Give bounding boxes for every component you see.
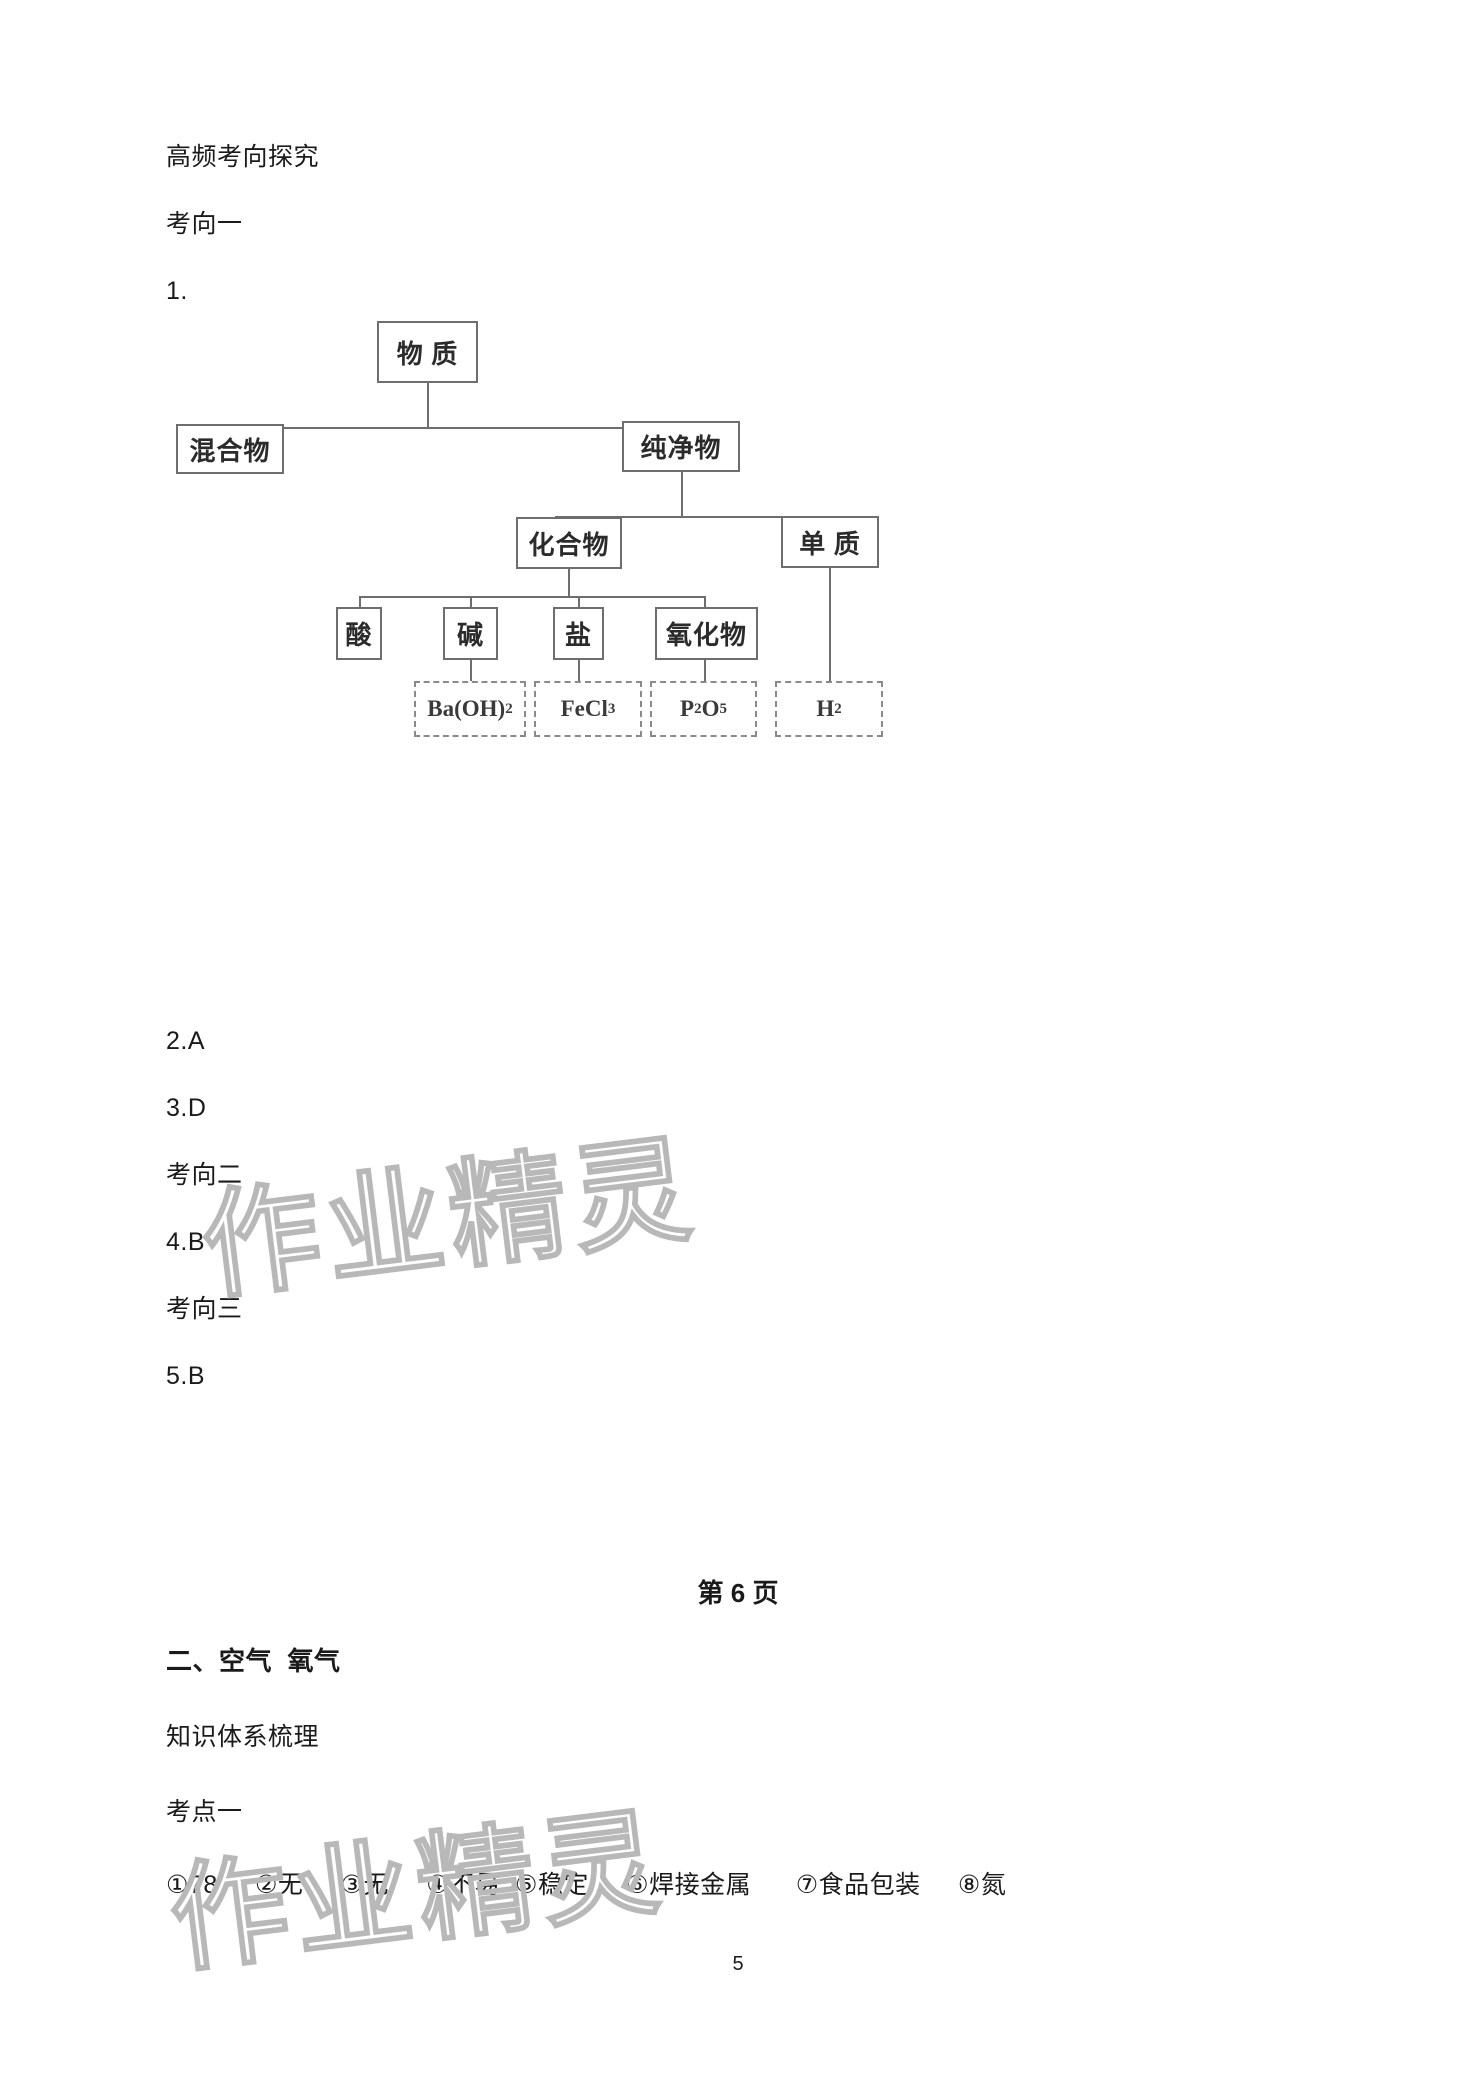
page-number: 5 bbox=[732, 1953, 744, 1975]
diagram-node-oxide: 氧化物 bbox=[655, 607, 758, 660]
example-salt-subscript: 3 bbox=[607, 700, 616, 717]
example-base-formula: Ba(OH) bbox=[427, 696, 506, 721]
example-oxide-sub1: 2 bbox=[694, 700, 702, 717]
connector-oxide-to-example bbox=[704, 660, 706, 682]
diagram-node-compound: 化合物 bbox=[516, 517, 622, 569]
connector-to-oxide bbox=[704, 596, 706, 608]
diagram-node-substance: 物 质 bbox=[377, 321, 478, 383]
connector-element-to-example bbox=[829, 568, 831, 682]
diagram-node-acid: 酸 bbox=[336, 607, 382, 660]
page-6-label: 第 6 页 bbox=[697, 1578, 779, 1608]
connector-pure-down bbox=[681, 472, 683, 517]
connector-compound-down bbox=[568, 569, 570, 597]
example-oxide-o: O bbox=[701, 696, 720, 721]
example-element-formula: H bbox=[816, 696, 835, 721]
example-oxide-p: P bbox=[680, 696, 695, 721]
diagram-example-base: Ba(OH)2 bbox=[414, 681, 526, 737]
diagram-node-element: 单 质 bbox=[781, 516, 879, 568]
connector-to-compound bbox=[555, 516, 557, 538]
diagram-node-salt: 盐 bbox=[553, 607, 604, 660]
diagram-node-base: 碱 bbox=[443, 607, 498, 660]
diagram-node-pure-substance: 纯净物 bbox=[622, 421, 740, 472]
answer-5: 5.B bbox=[166, 1362, 206, 1390]
section-two-answers-line: ①78 ②无 ③无 ④不易 ⑤稳定 ⑥焊接金属 ⑦食品包装 ⑧氮 bbox=[166, 1871, 1007, 1899]
connector-substance-down bbox=[427, 383, 429, 428]
example-salt-formula: FeCl bbox=[560, 696, 608, 721]
subheading-kaoxiang-one: 考向一 bbox=[166, 210, 243, 238]
connector-to-mixture bbox=[229, 427, 231, 449]
section-heading-high-frequency: 高频考向探究 bbox=[166, 143, 320, 171]
answer-2: 2.A bbox=[166, 1027, 206, 1055]
connector-level4-bus bbox=[359, 596, 704, 598]
example-element-subscript: 2 bbox=[834, 700, 842, 717]
connector-to-element bbox=[829, 516, 831, 538]
connector-to-pure-substance bbox=[681, 427, 683, 449]
connector-to-salt bbox=[578, 596, 580, 608]
answer-3: 3.D bbox=[166, 1094, 207, 1122]
connector-to-acid bbox=[359, 596, 361, 608]
watermark-top: 作业精灵 bbox=[194, 1118, 705, 1317]
section-two-subtitle: 知识体系梳理 bbox=[166, 1723, 320, 1751]
connector-to-base bbox=[470, 596, 472, 608]
answer-4: 4.B bbox=[166, 1228, 206, 1256]
section-two-title: 二、空气 氧气 bbox=[166, 1646, 341, 1676]
connector-salt-to-example bbox=[578, 660, 580, 682]
diagram-node-mixture: 混合物 bbox=[176, 424, 284, 474]
connector-base-to-example bbox=[470, 660, 472, 682]
section-two-point-heading: 考点一 bbox=[166, 1798, 243, 1826]
subheading-kaoxiang-two: 考向二 bbox=[166, 1161, 243, 1189]
example-oxide-sub2: 5 bbox=[719, 700, 727, 717]
connector-level2-bus bbox=[229, 427, 683, 429]
question-1-number: 1. bbox=[166, 277, 188, 305]
connector-level3-bus bbox=[555, 516, 830, 518]
subheading-kaoxiang-three: 考向三 bbox=[166, 1295, 243, 1323]
example-base-subscript: 2 bbox=[505, 700, 513, 717]
